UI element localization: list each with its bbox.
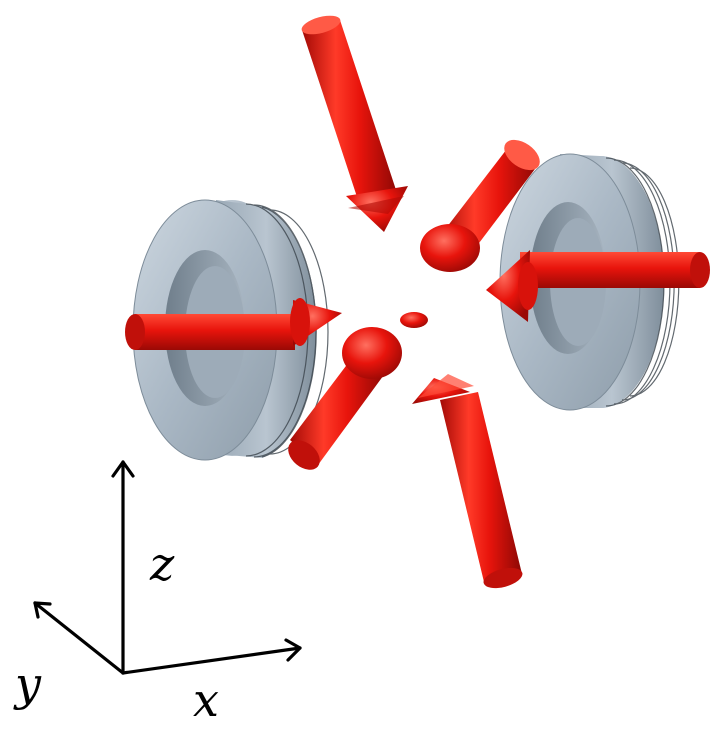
beam-bottom — [412, 374, 523, 589]
z-axis-label: z — [149, 537, 175, 591]
beam-left — [125, 298, 342, 350]
x-arrow-head — [284, 638, 302, 662]
x-axis-label: x — [193, 673, 219, 727]
y-arrow-head — [33, 601, 52, 619]
beam-top — [301, 15, 408, 232]
y-axis-label: y — [13, 657, 42, 711]
beam-upper-right — [420, 139, 540, 272]
y-axis — [33, 601, 125, 675]
coordinate-axes — [33, 460, 302, 675]
x-axis — [121, 646, 302, 675]
beam-lower-left — [288, 327, 402, 470]
beam-right — [486, 250, 710, 322]
left-coil — [132, 199, 329, 461]
z-arrow-head — [111, 460, 135, 478]
atom-cloud — [400, 312, 428, 328]
